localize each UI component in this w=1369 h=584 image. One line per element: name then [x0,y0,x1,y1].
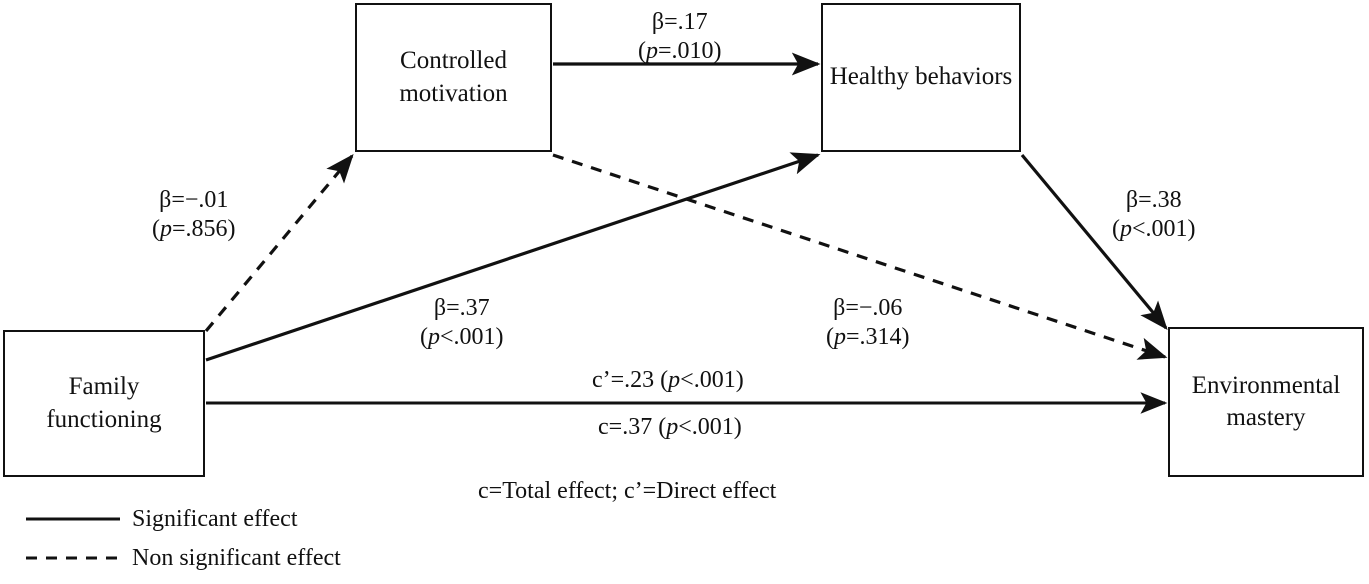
p-italic: p [646,38,658,65]
p-body: <.001) [1132,216,1196,243]
edge-family-to-healthy [205,152,821,362]
beta-value: β=−.01 [159,187,229,213]
node-label-line1: Controlled [400,47,507,74]
p-italic: p [666,414,679,440]
total-suffix: <.001) [678,414,742,440]
legend-label-significant: Significant effect [132,506,298,532]
legend-label-non-significant: Non significant effect [132,545,341,571]
p-value: (p=.856) [152,215,236,244]
p-open: ( [1112,216,1120,243]
p-italic: p [668,367,681,393]
node-family-functioning-label: Family functioning [5,371,203,436]
edge-label-direct-effect: c’=.23 (p<.001) [592,366,744,395]
node-label-line2: behaviors [915,63,1013,91]
beta-value: β=.37 [433,295,490,321]
p-open: ( [826,324,834,351]
p-value: (p<.001) [420,323,504,352]
edge-controlled-to-mastery [552,153,1168,360]
node-label-line2: functioning [46,405,162,433]
direct-prefix: c’=.23 ( [592,367,669,393]
p-body: =.856) [172,216,236,243]
p-body: =.010) [658,38,722,65]
p-italic: p [1120,216,1132,243]
edge-label-total-effect: c=.37 (p<.001) [598,413,742,442]
edge-label-healthy-to-mastery: β=.38 (p<.001) [1112,186,1196,245]
p-italic: p [160,216,172,243]
node-label-line1: Healthy [829,63,909,91]
node-family-functioning[interactable]: Family functioning [3,330,205,477]
edge-label-controlled-to-healthy: β=.17 (p=.010) [638,8,722,67]
node-label-line2: motivation [399,79,508,107]
edge-label-family-to-healthy: β=.37 (p<.001) [420,294,504,353]
p-open: ( [152,216,160,243]
p-body: <.001) [440,324,504,351]
beta-value: β=.38 [1125,187,1182,213]
p-body: =.314) [846,324,910,351]
edge-healthy-to-mastery [1020,153,1168,330]
p-open: ( [420,324,428,351]
node-healthy-behaviors-label: Healthy behaviors [824,61,1019,94]
node-label-line2: mastery [1226,404,1306,431]
p-value: (p=.010) [638,37,722,66]
direct-suffix: <.001) [680,367,744,393]
node-label-line1: Family [68,373,140,400]
edge-label-controlled-to-mastery: β=−.06 (p=.314) [826,294,910,353]
p-value: (p<.001) [1112,215,1196,244]
beta-value: β=−.06 [833,295,903,321]
total-prefix: c=.37 ( [598,414,667,440]
p-value: (p=.314) [826,323,910,352]
node-controlled-motivation-label: Controlled motivation [357,45,550,110]
node-healthy-behaviors[interactable]: Healthy behaviors [821,3,1021,152]
edge-family-to-controlled [204,154,354,333]
edge-label-family-to-controlled: β=−.01 (p=.856) [152,186,236,245]
beta-value: β=.17 [651,9,708,35]
total-effect-value: c=.37 (p<.001) [598,413,742,442]
node-environmental-mastery[interactable]: Environmental mastery [1168,327,1364,477]
node-controlled-motivation[interactable]: Controlled motivation [355,3,552,152]
p-italic: p [428,324,440,351]
direct-effect-value: c’=.23 (p<.001) [592,366,744,395]
node-environmental-mastery-label: Environmental mastery [1170,370,1362,435]
caption-effect-key: c=Total effect; c’=Direct effect [478,478,777,504]
p-italic: p [834,324,846,351]
p-open: ( [638,38,646,65]
node-label-line1: Environmental [1191,371,1341,399]
